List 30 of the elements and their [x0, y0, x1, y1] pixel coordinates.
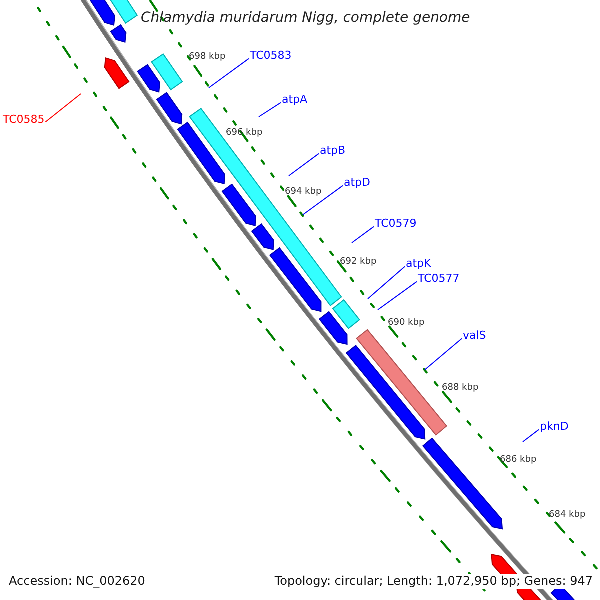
tick-label: 684 kbp	[549, 510, 586, 521]
gene-label: pknD	[540, 420, 569, 434]
leader-line	[368, 266, 406, 300]
tick-label: 692 kbp	[340, 257, 377, 268]
leader-line	[302, 185, 344, 216]
tick-label: 694 kbp	[285, 187, 322, 198]
footer-text: Accession: NC_002620	[9, 574, 146, 589]
gene-label: atpD	[344, 176, 371, 190]
leader-line	[45, 94, 82, 123]
leader-line	[522, 429, 540, 442]
tick-label: 698 kbp	[189, 52, 226, 63]
gene-label: atpA	[282, 93, 308, 107]
footer-text: Topology: circular; Length: 1,072,950 bp; Genes: 947	[274, 574, 593, 589]
leader-line	[208, 58, 250, 88]
gene-label: atpB	[320, 144, 346, 158]
leader-line	[378, 281, 418, 310]
gene-label: atpK	[406, 257, 432, 271]
gene-label: TC0577	[418, 272, 460, 286]
leader-line	[258, 102, 282, 118]
tick-label: 686 kbp	[500, 455, 537, 466]
tick-label: 690 kbp	[388, 318, 425, 329]
gene-label: TC0579	[375, 217, 417, 231]
gene-label: TC0583	[250, 49, 292, 63]
tick-label: 688 kbp	[442, 383, 479, 394]
gene-label: valS	[463, 329, 486, 343]
leader-line	[352, 226, 374, 244]
leader-line	[424, 338, 462, 370]
leader-line	[288, 153, 320, 176]
map-title: Chlamydia muridarum Nigg, complete genome	[141, 9, 470, 28]
gene-label: TC0585	[3, 113, 45, 127]
